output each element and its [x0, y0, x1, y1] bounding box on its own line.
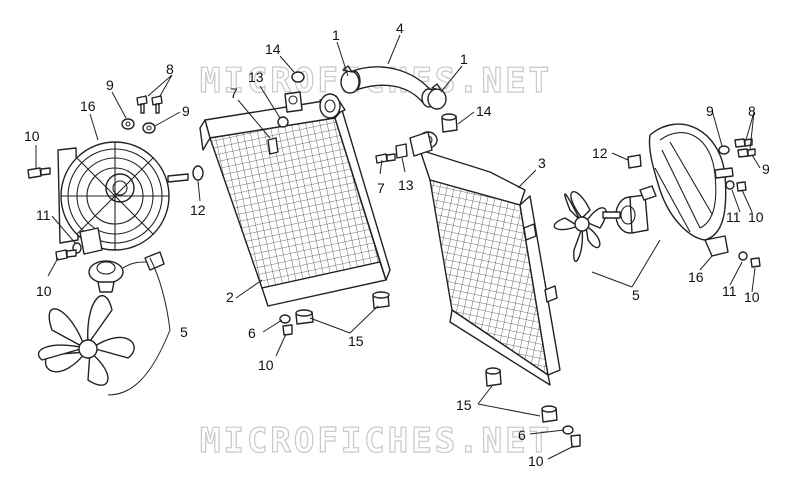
callout-10-bottom-left: 10: [258, 357, 274, 373]
callout-6-left: 6: [248, 325, 256, 341]
callout-16-left: 16: [80, 98, 96, 114]
grommet-15-c: [485, 367, 502, 387]
left-hardware: [27, 95, 204, 261]
bolt-8-c: [734, 138, 753, 148]
washer-11-right-a: [725, 180, 735, 190]
callout-10-right-a: 10: [748, 209, 764, 225]
callout-5-left: 5: [180, 324, 188, 340]
bolt-8-b: [151, 95, 163, 114]
grommet-15-d: [541, 405, 558, 423]
callout-4: 4: [396, 20, 404, 36]
callout-13-right: 13: [398, 177, 414, 193]
bolt-10-bottom-left: [282, 324, 293, 336]
callout-10-left-top: 10: [24, 128, 40, 144]
bolt-8-a: [136, 95, 148, 114]
spacer-12-right: [627, 154, 642, 169]
callout-1-right: 1: [460, 51, 468, 67]
washer-6-left: [279, 314, 291, 324]
callout-1-left: 1: [332, 27, 340, 43]
bolt-7-right: [375, 153, 396, 164]
callout-15-left: 15: [348, 333, 364, 349]
bolt-8-d: [737, 148, 756, 158]
grommet-13-left: [277, 116, 289, 128]
callout-6-right: 6: [518, 427, 526, 443]
callout-16-right: 16: [688, 269, 704, 285]
callout-numbers: 1 4 1 14 13 7 8 9 9 16 10 11 10 12 2 6 1…: [24, 20, 770, 469]
clamp-1-left: [340, 65, 360, 94]
callout-9-right-a: 9: [706, 103, 714, 119]
right-radiator: [409, 131, 561, 386]
callout-2: 2: [226, 289, 234, 305]
callout-12-right: 12: [592, 145, 608, 161]
watermark-bottom: MICROFICHES.NET: [200, 421, 552, 461]
clamp-1-right: [427, 83, 447, 110]
callout-9-left-a: 9: [106, 77, 114, 93]
right-hardware: [627, 138, 761, 268]
left-radiator: [199, 91, 391, 307]
callout-12-left: 12: [190, 202, 206, 218]
bolt-10-left-low: [55, 249, 77, 261]
callout-15-right: 15: [456, 397, 472, 413]
left-fan-blade: [37, 295, 135, 386]
grommet-13-right: [395, 143, 408, 159]
callout-8-left: 8: [166, 61, 174, 77]
callout-13-left: 13: [248, 69, 264, 85]
callout-10-left-low: 10: [36, 283, 52, 299]
washer-9-b: [142, 122, 156, 134]
callout-3: 3: [538, 155, 546, 171]
callout-10-right-b: 10: [744, 289, 760, 305]
right-fan-shroud: [648, 123, 734, 257]
grommet-14-left: [291, 71, 305, 83]
callout-14-right: 14: [476, 103, 492, 119]
right-fan-motor: [602, 185, 657, 234]
left-fan-motor: [88, 251, 165, 293]
bolt-10-left-top: [27, 167, 51, 179]
washer-9-c: [718, 145, 730, 155]
spacer-12-left: [192, 165, 204, 181]
right-fan-blade: [553, 191, 607, 263]
callout-9-right-b: 9: [762, 161, 770, 177]
bolt-10-right-a: [736, 181, 747, 192]
washer-11-right-b: [738, 251, 748, 261]
callout-9-left-b: 9: [182, 103, 190, 119]
washer-6-right: [562, 425, 574, 435]
grommet-15-b: [372, 291, 390, 309]
callout-14-left: 14: [265, 41, 281, 57]
callout-11-right-b: 11: [722, 283, 737, 299]
right-radiator-hardware: [375, 113, 581, 448]
hose-4: [340, 65, 447, 110]
grommet-14-right: [441, 113, 458, 133]
bolt-10-right-b: [750, 257, 761, 268]
left-fan-shroud: [57, 141, 189, 255]
callout-7-left: 7: [230, 85, 238, 101]
callout-10-bottom-right: 10: [528, 453, 544, 469]
callout-11-left: 11: [36, 207, 51, 223]
callout-7-right: 7: [377, 180, 385, 196]
callout-8-right: 8: [748, 103, 756, 119]
bolt-10-bottom-right: [570, 434, 581, 448]
grommet-15-a: [295, 309, 314, 325]
callout-11-right-a: 11: [726, 209, 741, 225]
washer-9-a: [121, 118, 135, 130]
callout-5-right: 5: [632, 287, 640, 303]
left-radiator-hardware: [277, 71, 390, 336]
leader-lines: [35, 34, 761, 460]
